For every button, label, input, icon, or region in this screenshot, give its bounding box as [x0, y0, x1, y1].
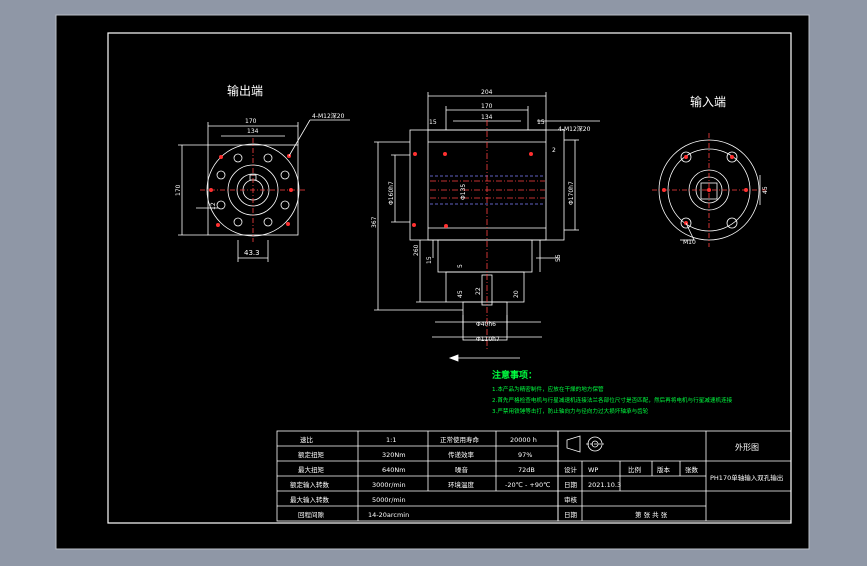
spec-r5-c0: 回程间隙 — [298, 510, 325, 519]
approve-date-label: 日期 — [564, 511, 578, 519]
spec-r0-c1: 1:1 — [386, 436, 396, 444]
sheet-count: 第 张 共 张 — [635, 510, 668, 519]
designer-value: WP — [588, 466, 598, 474]
output-end-view: 输出端 — [178, 83, 350, 262]
spec-r2-c0: 最大扭矩 — [298, 465, 325, 474]
drawing-frame — [107, 32, 792, 524]
title-block-text: 外形图 设计 WP 比例 版本 张数 日期 2021.10.3 PH170单轴输… — [564, 442, 783, 519]
dim-mid-4m12: 4-M12深20 — [558, 125, 591, 133]
spec-r2-c2: 噪音 — [455, 465, 469, 474]
spec-r1-c0: 额定扭矩 — [298, 450, 325, 459]
dim-out-12: 12 — [210, 202, 217, 210]
dim-out-43-3: 43.3 — [244, 249, 260, 257]
dim-mid-15c: 15 — [426, 256, 433, 264]
dim-mid-15a: 15 — [429, 119, 437, 126]
ratio-label: 比例 — [628, 465, 641, 474]
dim-mid-22: 22 — [475, 287, 482, 295]
dim-out-134: 134 — [247, 128, 259, 135]
dim-mid-204: 204 — [481, 89, 493, 96]
dim-mid-160h7: Φ160h7 — [388, 181, 395, 205]
title-block — [557, 430, 792, 522]
spec-r1-c2: 传递效率 — [448, 450, 475, 459]
dim-mid-55: 55 — [555, 254, 562, 262]
dim-mid-135-left: Φ135 — [460, 184, 467, 200]
spec-r0-c0: 速比 — [300, 435, 314, 444]
spec-table-text: 速比 1:1 正常使用寿命 20000 h 额定扭矩 320Nm 传递效率 97… — [290, 435, 550, 519]
date-label: 日期 — [564, 481, 578, 489]
spec-r1-c1: 320Nm — [382, 451, 406, 459]
front-view-centerlines — [412, 120, 545, 350]
review-label: 审核 — [564, 495, 578, 504]
notes-title: 注意事项： — [492, 369, 537, 381]
spec-r3-c1: 3000r/min — [372, 481, 406, 489]
front-view — [374, 92, 600, 362]
spec-r3-c0: 额定输入转数 — [290, 480, 330, 489]
dim-mid-right-dia: Φ170h7 — [568, 181, 575, 205]
dim-mid-110h7: Φ110h7 — [476, 336, 500, 343]
output-view-title: 输出端 — [227, 83, 263, 98]
dim-mid-15b: 15 — [537, 119, 545, 126]
notes-line-2: 2.首先严格检查电机与行星减速机连接法兰各部位尺寸是否匹配，然后再将电机与行星减… — [492, 396, 733, 404]
spec-r0-c3: 20000 h — [510, 436, 537, 444]
dim-in-m10: M10 — [683, 239, 696, 246]
dim-mid-40h6: Φ40h6 — [476, 321, 496, 328]
product-name: PH170单轴输入双孔输出 — [710, 473, 783, 482]
spec-r0-c2: 正常使用寿命 — [440, 435, 480, 444]
dim-mid-367: 367 — [371, 216, 378, 228]
dim-mid-45: 45 — [457, 290, 464, 298]
sheet-label: 张数 — [685, 465, 699, 474]
dim-mid-134: 134 — [481, 114, 493, 121]
drawing-title: 外形图 — [735, 442, 759, 452]
notes-line-3: 3.严禁用铁锤等击打，防止轴向力与径向力过大损坏轴承与齿轮 — [492, 407, 649, 415]
spec-r3-c2: 环境温度 — [448, 480, 475, 489]
dim-out-170: 170 — [245, 118, 257, 125]
spec-r3-c3: -20℃ - +90℃ — [505, 481, 550, 489]
spec-r2-c3: 72dB — [518, 466, 535, 474]
dim-mid-260: 260 — [413, 244, 420, 256]
dim-mid-20: 20 — [513, 290, 520, 298]
dim-out-4m12: 4-M12深20 — [312, 112, 345, 120]
dim-out-170-vertical: 170 — [175, 184, 182, 196]
spec-r4-c0: 最大输入转数 — [290, 495, 330, 504]
spec-r1-c3: 97% — [518, 451, 532, 459]
dim-mid-170: 170 — [481, 103, 493, 110]
version-label: 版本 — [657, 465, 671, 474]
design-label: 设计 — [564, 465, 578, 474]
dim-in-45: 45 — [762, 186, 769, 194]
date-value: 2021.10.3 — [588, 481, 621, 489]
dim-mid-5: 5 — [457, 264, 464, 268]
spec-table — [276, 430, 559, 522]
input-end-view: 输入端 — [652, 94, 766, 247]
notes-line-1: 1.本产品为精密制件，应放在干燥的地方保管 — [492, 385, 604, 393]
input-view-title: 输入端 — [690, 94, 726, 109]
dim-mid-2: 2 — [552, 147, 556, 154]
notes-block: 注意事项： 1.本产品为精密制件，应放在干燥的地方保管 2.首先严格检查电机与行… — [492, 369, 733, 415]
spec-r2-c1: 640Nm — [382, 466, 406, 474]
spec-r4-c1: 5000r/min — [372, 496, 406, 504]
sheet — [55, 14, 810, 550]
spec-r5-c1: 14-20arcmin — [368, 511, 409, 519]
